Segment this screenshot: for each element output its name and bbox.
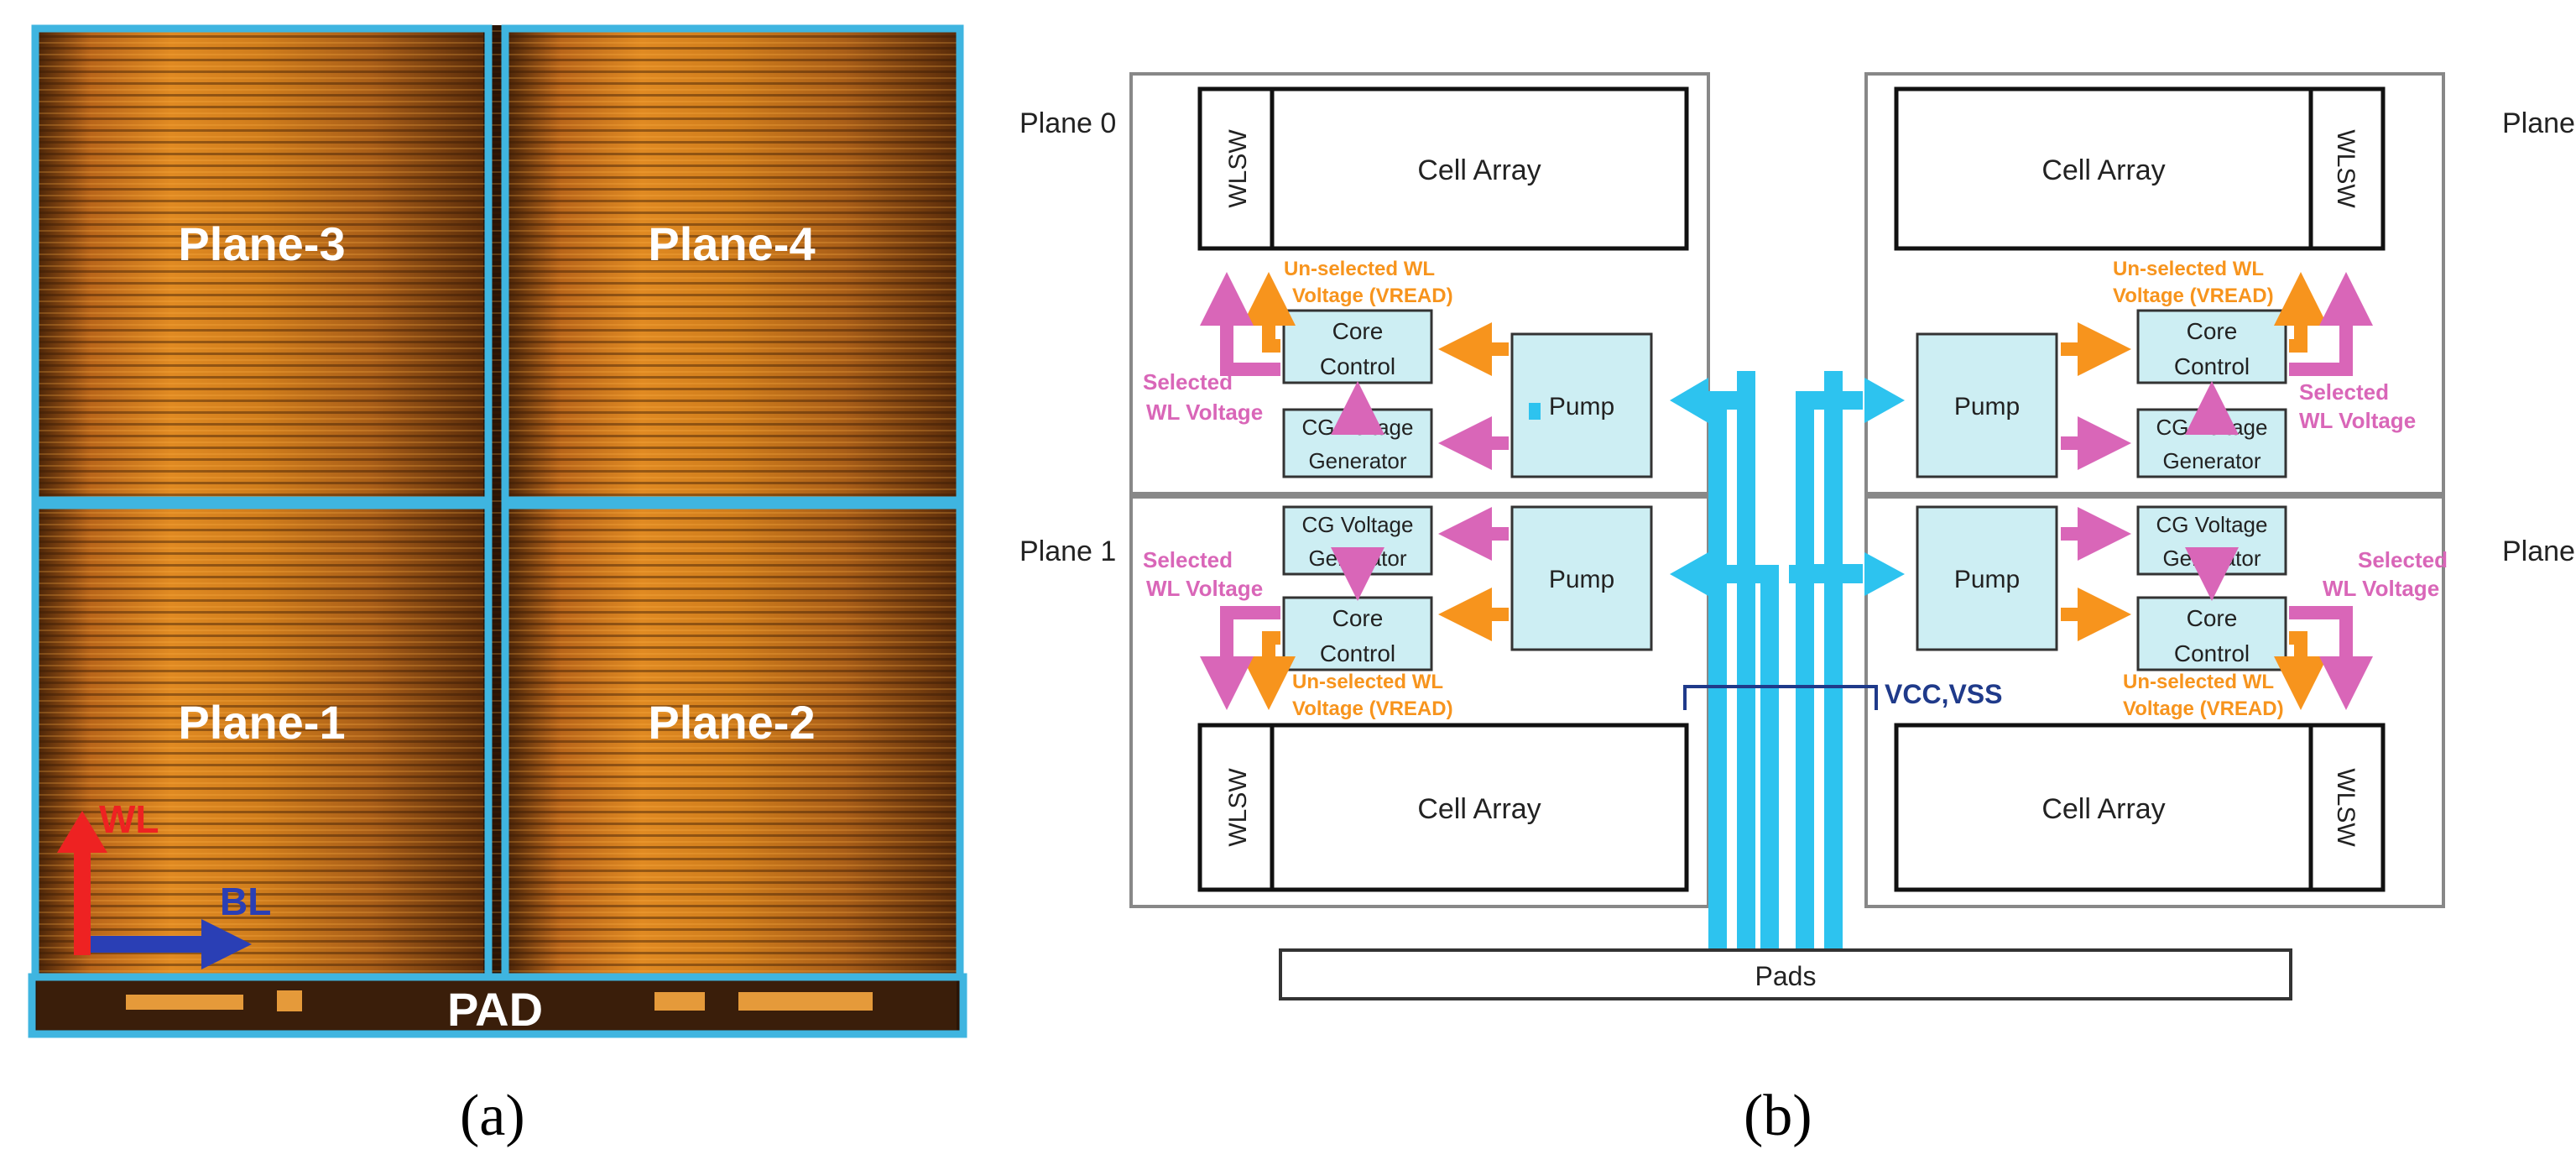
plane-0-label: Plane 0 [1019,107,1116,139]
unsel-p1-l1: Un-selected WL [1292,671,1443,693]
cell-arrays [1197,86,2386,892]
core-control-p0-l1: Core [1332,318,1384,344]
unsel-p0-l2: Voltage (VREAD) [1292,285,1453,307]
cg-gen-p2-l2: Generator [2162,448,2261,473]
cell-array-p2: Cell Array [2042,154,2165,186]
sel-p0-l1: Selected [1143,369,1233,394]
cell-array-p3: Cell Array [2042,793,2165,825]
pump-p1: Pump [1549,566,1614,593]
sel-p3-l2: WL Voltage [2323,576,2439,601]
power-bus [1529,371,1905,950]
sel-p0-l2: WL Voltage [1146,400,1263,425]
selected-labels: Selected WL Voltage Selected WL Voltage … [1143,369,2448,601]
plane-3-label: Plane 3 [2502,535,2576,567]
unsel-p2-l2: Voltage (VREAD) [2113,285,2274,307]
core-control-p0-l2: Control [1320,353,1395,379]
plane-3-label: Plane-3 [178,217,345,270]
sel-p2-l1: Selected [2299,379,2389,405]
wlsw-p2: WLSW [2332,129,2360,208]
wlsw-p0: WLSW [1224,129,1252,208]
panel-a-die-photo: Plane-3 Plane-4 Plane-1 Plane-2 PAD WL B… [28,24,967,1038]
pad-label: PAD [447,983,543,1036]
power-bus-lines [1708,391,1863,950]
unsel-p0-l1: Un-selected WL [1284,258,1435,280]
plane-2-label: Plane 2 [2502,107,2576,139]
cg-gen-p0-l2: Generator [1308,448,1406,473]
plane-1-label: Plane 1 [1019,535,1116,567]
unselected-labels: Un-selected WL Voltage (VREAD) Un-select… [1284,258,2284,720]
magenta-arrows [1200,272,2373,710]
panel-b-block-diagram: Plane 0 Plane 2 Plane 1 Plane 3 Cell Arr… [1019,72,2576,1000]
pump-p2: Pump [1954,393,2020,421]
sel-p1-l2: WL Voltage [1146,576,1263,601]
sel-p2-l2: WL Voltage [2299,408,2416,433]
pump-p0: Pump [1549,393,1614,421]
cg-gen-p3-l2: Generator [2162,546,2261,571]
sel-p1-l1: Selected [1143,547,1233,572]
wl-arrow-icon [57,811,107,955]
unsel-p3-l2: Voltage (VREAD) [2123,697,2284,720]
cg-gen-p0-l1: CG Voltage [1302,415,1414,440]
plane-4-label: Plane-4 [648,217,815,270]
unsel-p1-l2: Voltage (VREAD) [1292,697,1453,720]
bl-label: BL [220,880,271,923]
plane-1-label: Plane-1 [178,696,345,749]
unsel-p3-l1: Un-selected WL [2123,671,2274,693]
cg-gen-p1-l2: Generator [1308,546,1406,571]
plane-borders [28,24,967,1038]
cg-gen-p1-l1: CG Voltage [1302,512,1414,537]
orange-arrows [1242,272,2328,710]
wl-label: WL [99,797,159,841]
bl-arrow-icon [91,919,252,969]
pad-marks [126,990,873,1011]
core-control-p3-l2: Control [2174,640,2250,666]
wlsw-p3: WLSW [2332,768,2360,847]
core-control-p1-l1: Core [1332,605,1384,631]
core-control-p2-l2: Control [2174,353,2250,379]
cg-gen-p2-l1: CG Voltage [2156,415,2268,440]
unsel-p2-l1: Un-selected WL [2113,258,2264,280]
cell-array-p1: Cell Array [1417,793,1541,825]
plane-frames [1129,72,2445,908]
pump-p3: Pump [1954,566,2020,593]
cg-gen-p3-l1: CG Voltage [2156,512,2268,537]
sel-p3-l1: Selected [2358,547,2448,572]
vcc-vss-bracket [1683,685,1878,710]
caption-b: (b) [1744,1084,1812,1148]
vcc-vss-label: VCC,VSS [1885,679,2002,709]
core-control-p3-l1: Core [2187,605,2238,631]
core-control-p1-l2: Control [1320,640,1395,666]
pads-label: Pads [1755,961,1817,991]
core-control-p2-l1: Core [2187,318,2238,344]
logic-boxes [1282,309,2287,671]
wlsw-p1: WLSW [1224,768,1252,847]
caption-a: (a) [460,1084,525,1148]
plane-2-label: Plane-2 [648,696,815,749]
cell-array-p0: Cell Array [1417,154,1541,186]
pads-bar [1279,948,2292,1000]
